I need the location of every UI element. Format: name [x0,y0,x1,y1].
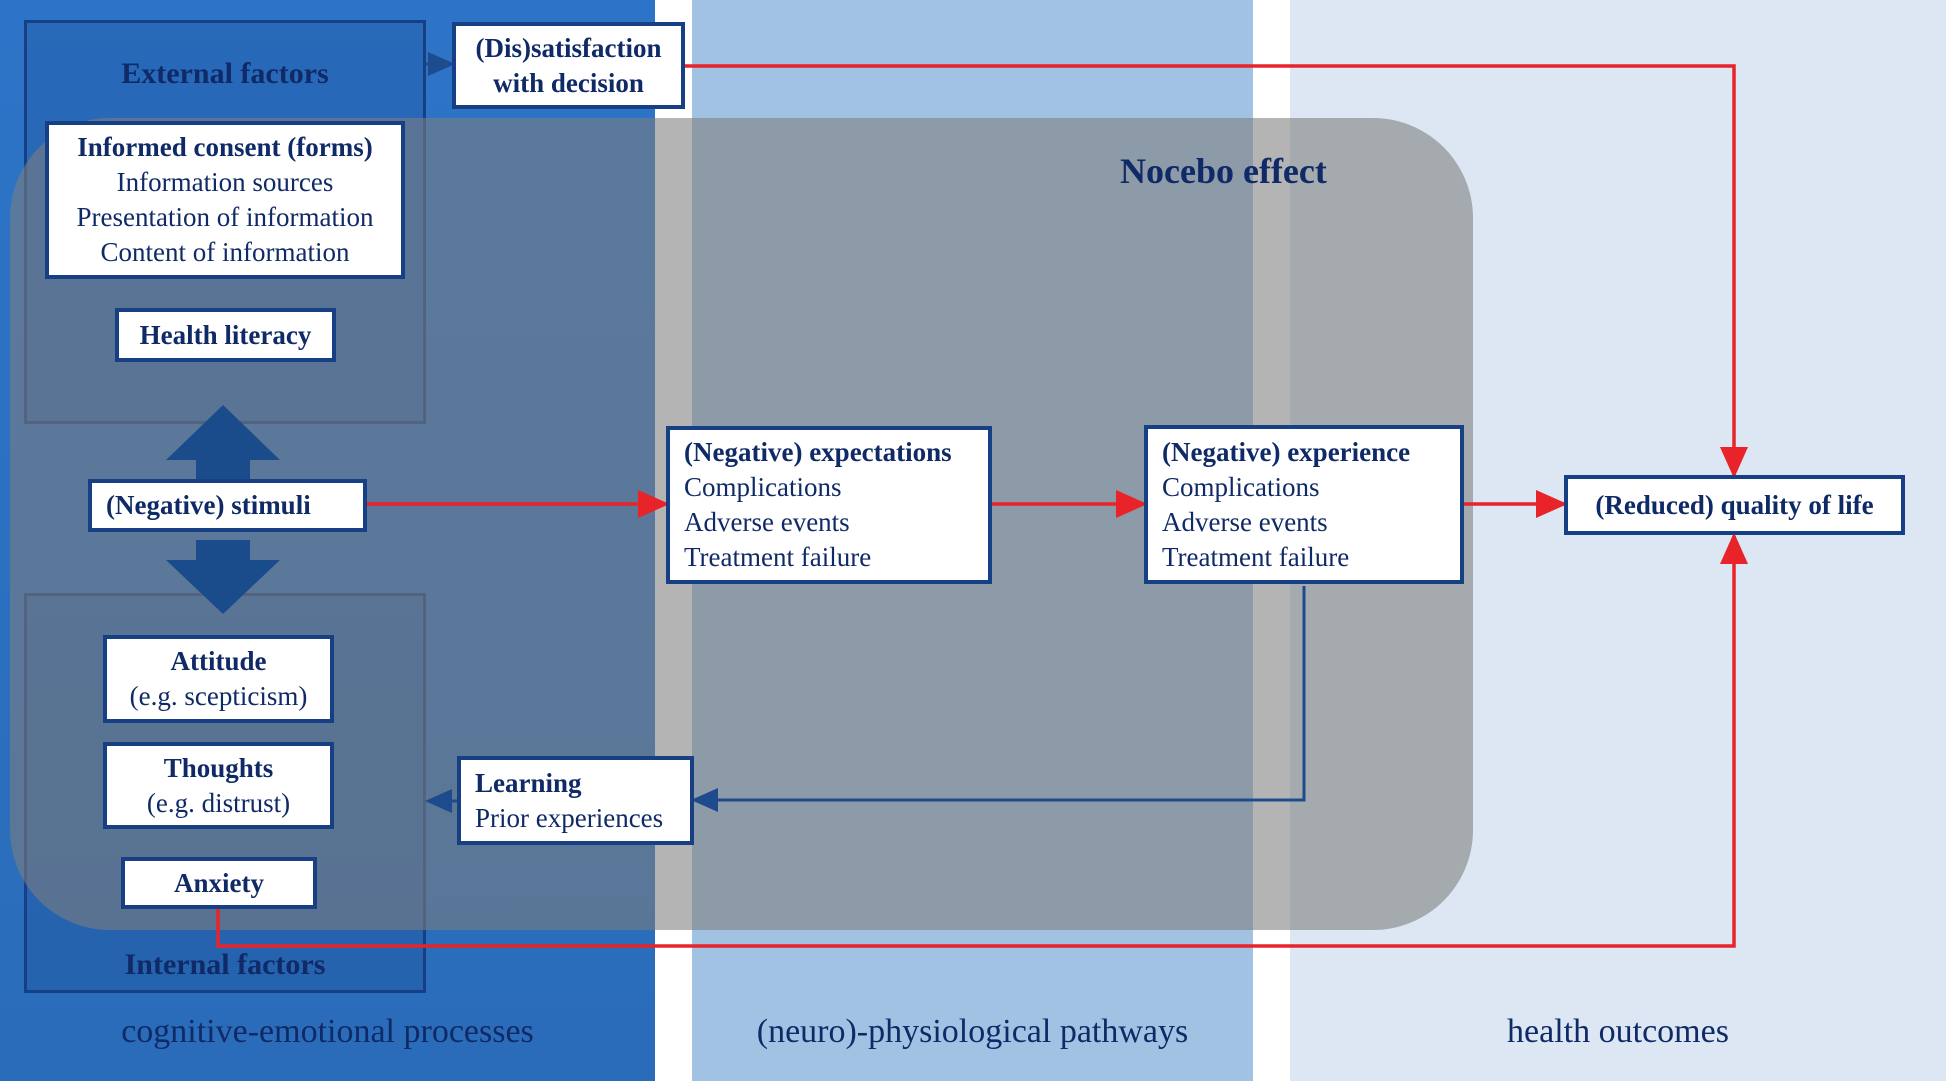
internal-factors-title: Internal factors [124,948,326,981]
learning-box: Learning Prior experiences [457,756,694,845]
experience-title: (Negative) experience [1162,436,1411,467]
expectations-complications: Complications [684,472,842,502]
informed-consent-title: Informed consent (forms) [77,132,373,162]
experience-complications: Complications [1162,471,1320,502]
nocebo-effect-title: Nocebo effect [1120,151,1327,191]
learning-title: Learning [475,767,582,798]
negative-stimuli-box: (Negative) stimuli [88,479,367,532]
negative-stimuli-label: (Negative) stimuli [106,490,311,520]
expectations-adverse-events: Adverse events [684,507,850,537]
experience-to-learning-arrow [691,586,1306,812]
attitude-example: (e.g. scepticism) [129,681,308,711]
dissatisfaction-line1: (Dis)satisfaction [475,32,662,63]
thoughts-box: Thoughts (e.g. distrust) [103,742,334,829]
health-panel-label: health outcomes [1507,1013,1729,1050]
anxiety-to-quality-arrow [216,532,1748,948]
quality-of-life-box: (Reduced) quality of life [1564,475,1905,535]
presentation-of-information: Presentation of information [76,202,374,232]
negative-expectations-box: (Negative) expectations Complications Ad… [666,426,992,584]
up-down-block-arrow [166,405,280,479]
information-sources: Information sources [116,167,334,197]
experience-adverse-events: Adverse events [1162,506,1328,537]
neuro-panel-label: (neuro)-physiological pathways [756,1013,1189,1050]
anxiety-label: Anxiety [174,867,264,898]
dissatisfaction-line2: with decision [493,67,644,98]
dissatisfaction-box: (Dis)satisfaction with decision [452,22,685,109]
experience-treatment-failure: Treatment failure [1162,541,1350,572]
health-literacy-box: Health literacy [115,308,336,362]
external-factors-title: External factors [121,57,329,90]
thoughts-title: Thoughts [163,752,274,783]
expectations-treatment-failure: Treatment failure [684,542,872,572]
cognitive-panel-label: cognitive-emotional processes [121,1013,534,1050]
informed-consent-box: Informed consent (forms) Information sou… [45,121,405,279]
attitude-box: Attitude (e.g. scepticism) [103,635,334,723]
expectations-title: (Negative) expectations [684,437,952,467]
thoughts-example: (e.g. distrust) [146,787,291,818]
content-of-information: Content of information [100,237,350,267]
prior-experiences: Prior experiences [475,802,664,833]
attitude-title: Attitude [170,646,267,676]
dissatisfaction-to-quality-arrow [685,64,1748,479]
anxiety-box: Anxiety [121,857,317,909]
quality-of-life-label: (Reduced) quality of life [1595,489,1874,520]
negative-experience-box: (Negative) experience Complications Adve… [1144,425,1464,584]
health-literacy-label: Health literacy [139,319,312,350]
up-down-block-arrow-lower [166,540,280,614]
